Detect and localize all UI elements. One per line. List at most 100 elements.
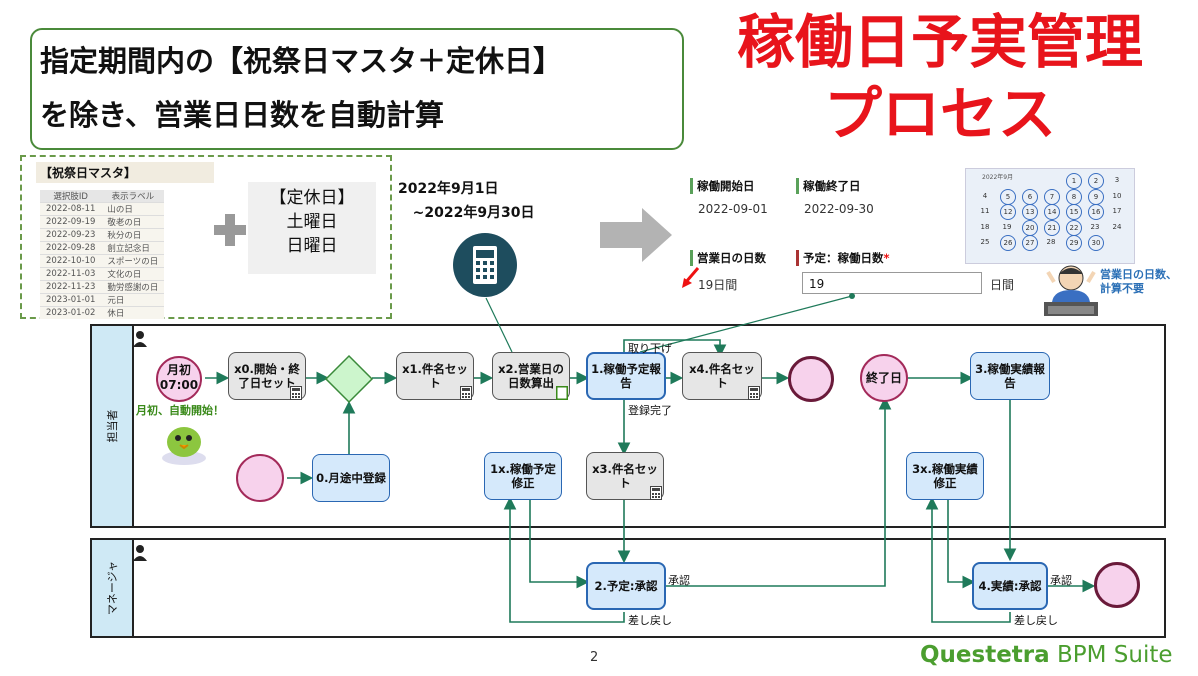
cell-label: スポーツの日 xyxy=(101,254,165,268)
flow-label-reject: 差し戻し xyxy=(628,614,672,627)
calendar-day[interactable]: 26 xyxy=(1000,235,1016,251)
plan-days-input[interactable]: 19 xyxy=(802,272,982,294)
lane-manager: マネージャ xyxy=(90,538,1166,638)
script-task-icon xyxy=(290,386,302,400)
calendar-day[interactable]: 17 xyxy=(1112,207,1122,215)
cell-date: 2022-11-23 xyxy=(40,280,102,294)
task-x1-set-title[interactable]: x1.件名セッ ト xyxy=(396,352,474,400)
calendar-day[interactable]: 16 xyxy=(1088,204,1104,220)
calendar-day[interactable]: 30 xyxy=(1088,235,1104,251)
calendar-day[interactable]: 27 xyxy=(1022,235,1038,251)
slide-title: 稼働日予実管理 プロセス xyxy=(690,6,1190,150)
lane-header: マネージャ xyxy=(92,540,134,636)
calendar-day[interactable]: 12 xyxy=(1000,204,1016,220)
calendar-day[interactable]: 23 xyxy=(1090,222,1100,231)
cell-label: 元日 xyxy=(101,293,165,307)
start-event-line2: 07:00 xyxy=(159,378,199,392)
cell-date: 2022-09-23 xyxy=(40,228,102,242)
calendar-day[interactable]: 11 xyxy=(980,207,990,215)
callout-line1: 指定期間内の【祝祭日マスタ＋定休日】 xyxy=(40,44,563,78)
cell-label: 勤労感謝の日 xyxy=(101,280,165,294)
fixed-holiday-item: 日曜日 xyxy=(286,236,338,256)
timer-start-event[interactable]: 月初 07:00 xyxy=(156,356,202,402)
task-x2-calc-business-days[interactable]: x2.営業日の 日数算出 xyxy=(492,352,570,400)
cell-label: 山の日 xyxy=(101,202,165,216)
holiday-panel xyxy=(20,155,392,319)
cell-date: 2022-11-03 xyxy=(40,267,102,281)
callout-line2: を除き、営業日日数を自動計算 xyxy=(40,98,444,132)
fixed-holiday-title: 【定休日】 xyxy=(269,188,355,208)
start-date-label: 稼働開始日 xyxy=(690,178,755,194)
flow-label-approve: 承認 xyxy=(1050,574,1072,587)
cell-label: 敬老の日 xyxy=(101,215,165,229)
calendar-day[interactable]: 3 xyxy=(1114,176,1120,184)
task-4-actual-approve[interactable]: 4.実績:承認 xyxy=(972,562,1048,610)
column-header: 選択肢ID xyxy=(40,190,102,203)
task-0-midmonth-register[interactable]: 0.月途中登録 xyxy=(312,454,390,502)
flow-label-registered: 登録完了 xyxy=(628,404,672,417)
message-start-event[interactable] xyxy=(236,454,284,502)
summary-callout: 指定期間内の【祝祭日マスタ＋定休日】 を除き、営業日日数を自動計算 xyxy=(30,28,684,150)
column-header: 表示ラベル xyxy=(101,190,165,203)
calendar-day[interactable]: 10 xyxy=(1112,191,1122,200)
cell-date: 2022-09-28 xyxy=(40,241,102,255)
business-days-label: 営業日の日数 xyxy=(690,250,766,266)
flow-label-approve: 承認 xyxy=(668,574,690,587)
cell-label: 秋分の日 xyxy=(101,228,165,242)
work-days-form: 稼働開始日 2022-09-01 稼働終了日 2022-09-30 営業日の日数… xyxy=(688,170,1018,298)
holiday-master-title: 【祝祭日マスタ】 xyxy=(36,162,214,183)
business-days-value: 19日間 xyxy=(698,278,738,292)
plan-days-label: 予定：稼働日数* xyxy=(796,250,890,266)
cell-label: 文化の日 xyxy=(101,267,165,281)
end-date-timer-event[interactable]: 終了日 xyxy=(860,354,908,402)
end-event[interactable] xyxy=(1094,562,1140,608)
thinking-man-icon xyxy=(1044,265,1098,316)
calendar-day[interactable]: 4 xyxy=(982,191,988,200)
end-date-label: 稼働終了日 xyxy=(796,178,861,194)
task-3-actual-report[interactable]: 3.稼働実績報 告 xyxy=(970,352,1050,400)
calendar-day[interactable]: 25 xyxy=(980,238,990,246)
plan-days-label-text: 予定：稼働日数 xyxy=(803,251,884,265)
logo-brand: Questetra xyxy=(920,642,1050,668)
lane-staff: 担当者 xyxy=(90,324,1166,528)
gateway[interactable] xyxy=(324,354,374,404)
no-calc-note: 営業日の日数、 計算不要 xyxy=(1100,268,1177,295)
flow-label-withdraw: 取り下げ xyxy=(628,342,672,355)
script-task-icon xyxy=(748,386,760,400)
calendar-day[interactable]: 29 xyxy=(1066,235,1082,251)
script-task-icon xyxy=(460,386,472,400)
calendar-day[interactable]: 21 xyxy=(1044,219,1060,236)
auto-start-note: 月初、自動開始！ xyxy=(136,404,224,417)
user-icon xyxy=(133,331,147,347)
plan-days-unit: 日間 xyxy=(990,278,1015,292)
end-date-value: 2022-09-30 xyxy=(804,202,874,216)
cell-date: 2022-08-11 xyxy=(40,202,102,216)
start-event-line1: 月初 xyxy=(166,363,191,377)
required-mark: * xyxy=(883,251,890,265)
cell-date: 2022-09-19 xyxy=(40,215,102,229)
task-2-plan-approve[interactable]: 2.予定:承認 xyxy=(586,562,666,610)
questetra-logo: Questetra BPM Suite xyxy=(920,642,1173,668)
calendar-day[interactable]: 19 xyxy=(1002,222,1012,231)
start-date-value: 2022-09-01 xyxy=(698,202,768,216)
calendar-day[interactable]: 28 xyxy=(1046,238,1056,246)
fixed-holiday-item: 土曜日 xyxy=(286,212,338,232)
cell-label: 休日 xyxy=(101,306,165,319)
calendar-day[interactable]: 18 xyxy=(980,222,990,231)
task-3x-actual-fix[interactable]: 3x.稼働実績 修正 xyxy=(906,452,984,500)
lane-header: 担当者 xyxy=(92,326,134,526)
end-event[interactable] xyxy=(788,356,834,402)
task-1x-plan-fix[interactable]: 1x.稼働予定 修正 xyxy=(484,452,562,500)
calendar-day[interactable]: 24 xyxy=(1112,222,1122,231)
calendar-month: 2022年9月 xyxy=(982,174,1014,181)
flow-label-reject: 差し戻し xyxy=(1014,614,1058,627)
task-1-plan-report[interactable]: 1.稼働予定報 告 xyxy=(586,352,666,400)
cell-date: 2023-01-02 xyxy=(40,306,102,319)
